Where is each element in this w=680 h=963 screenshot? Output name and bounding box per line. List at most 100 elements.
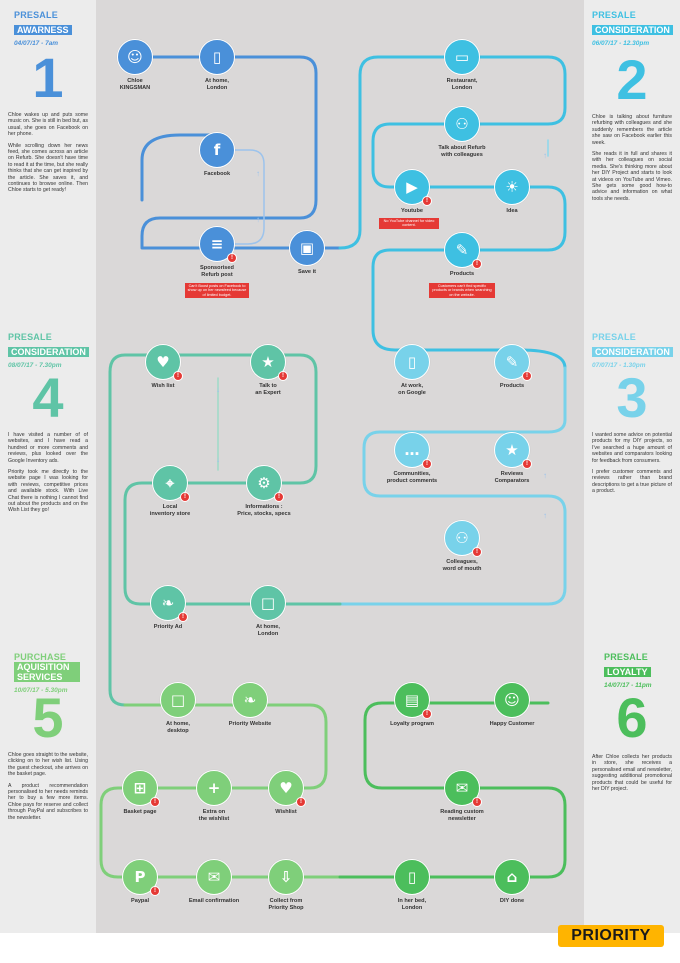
right-column (584, 0, 680, 933)
stage-1-date: 04/07/17 - 7am (14, 40, 59, 47)
stage-1-paragraph: While scrolling down her news feed, she … (8, 142, 88, 194)
user-icon: ☺ (127, 48, 143, 66)
arrow-down-indicator: ↓ (216, 385, 220, 394)
journey-node: ☺ (117, 39, 153, 75)
group-icon: ⚇ (455, 115, 469, 133)
phone-pin-icon: ▯ (212, 48, 222, 66)
journey-node: ✉ (196, 859, 232, 895)
node-label: At work, on Google (398, 383, 426, 396)
alert-badge-icon: ! (274, 492, 284, 502)
journey-node: ▶! (394, 169, 432, 206)
stage-6-subtitle: LOYALTY (604, 667, 651, 677)
alert-badge-icon: ! (178, 612, 188, 622)
stage-6-header: PRESALE LOYALTY 14/07/17 - 11pm (604, 652, 674, 689)
stars-icon: ★ (505, 441, 519, 459)
stage-5-number: 5 (32, 686, 64, 749)
expert-icon: ★ (261, 353, 275, 371)
wishlist-icon: ♥ (156, 353, 170, 371)
alert-badge-icon: ! (227, 253, 237, 263)
journey-node: ☺ (494, 682, 530, 718)
path-stage-4 (108, 353, 342, 707)
journey-node: + (196, 770, 232, 806)
alert-badge-icon: ! (522, 459, 532, 469)
node-label: Happy Customer (489, 721, 535, 727)
stage-1-description: Chloe wakes up and puts some music on. S… (8, 112, 88, 199)
node-label: Basket page (123, 809, 157, 815)
stage-1-paragraph: Chloe wakes up and puts some music on. S… (8, 112, 88, 138)
node-label: DIY done (499, 898, 525, 904)
left-column (0, 0, 96, 933)
arrow-up-indicator: ↑ (543, 151, 547, 160)
stage-3-description: I wanted some advice on potential produc… (592, 432, 672, 500)
alert-badge-icon: ! (422, 709, 432, 719)
journey-node: ⚇ (444, 106, 480, 142)
journey-node: ▤! (394, 682, 432, 719)
alert-badge-icon: ! (278, 371, 288, 381)
smiley-icon: ☺ (504, 691, 520, 709)
arrow-down-indicator: ↓ (216, 455, 220, 464)
alert-badge-icon: ! (150, 797, 160, 807)
node-label: Reviews Comparators (494, 471, 530, 484)
node-label: Priority Ad (153, 624, 183, 630)
stage-5-description: Chloe goes straight to the website, clic… (8, 752, 88, 826)
play-icon: ▶ (406, 178, 418, 196)
paypal-icon: P (134, 868, 146, 886)
bird-icon: ❧ (161, 594, 175, 612)
alert-badge-icon: ! (472, 259, 482, 269)
chat-icon: … (404, 441, 420, 459)
node-label: Wishlist (275, 809, 297, 815)
stage-3-date: 07/07/17 - 1.30pm (592, 362, 646, 369)
stage-3-number: 3 (616, 366, 648, 429)
journey-node: ≡! (199, 226, 237, 263)
stage-2-date: 06/07/17 - 12.30pm (592, 40, 650, 47)
node-label: Talk about Refurb with colleagues (438, 145, 486, 158)
journey-node: ✎! (494, 344, 532, 381)
arrow-up-indicator: ↑ (256, 169, 260, 178)
journey-node: ▯ (199, 39, 235, 75)
plus-icon: + (207, 779, 221, 797)
facebook-icon: f (213, 141, 221, 159)
journey-node: ★! (494, 432, 532, 469)
lightbulb-icon: ☀ (505, 178, 519, 196)
stage-2-subtitle: CONSIDERATION (592, 25, 673, 35)
stage-5-subtitle: AQUISITION SERVICES (14, 662, 80, 682)
journey-node: ⇩ (268, 859, 304, 895)
alert-badge-icon: ! (296, 797, 306, 807)
node-label: Products (449, 271, 475, 277)
floppy-disk-icon: ▣ (299, 239, 315, 257)
node-label: At home, desktop (166, 721, 190, 734)
bird-icon: ❧ (243, 691, 257, 709)
node-label: Local inventory store (149, 504, 191, 517)
journey-node: ▯ (394, 859, 430, 895)
id-card-icon: ▤ (404, 691, 420, 709)
node-label: At home, London (256, 624, 280, 637)
journey-node: ❧! (150, 585, 188, 622)
alert-badge-icon: ! (180, 492, 190, 502)
node-label: Priority Website (228, 721, 272, 727)
group-icon: ⚇ (455, 529, 469, 547)
stage-4-title: PRESALE (8, 332, 52, 342)
monitor-icon: □ (260, 594, 276, 612)
paint-brush-icon: ✎ (455, 241, 469, 259)
stage-1-header: PRESALE AWARNESS 04/07/17 - 7am (14, 10, 84, 47)
gears-icon: ⚙ (257, 474, 271, 492)
node-label: Email confirmation (188, 898, 240, 904)
path-stage-1-loop (140, 133, 219, 202)
email-icon: ✉ (455, 779, 469, 797)
alert-badge-icon: ! (472, 547, 482, 557)
alert-badge-icon: ! (472, 797, 482, 807)
stage-4-header: PRESALE CONSIDERATION 08/07/17 - 7.30pm (8, 332, 94, 369)
journey-node: ▣ (289, 230, 325, 266)
node-label: Products (499, 383, 525, 389)
alert-youtube-channel: No YouTube channel for video content. (379, 218, 439, 229)
journey-node: □ (250, 585, 286, 621)
map-pin-icon: ⌖ (165, 474, 175, 492)
node-label: Idea (506, 208, 518, 214)
alert-badge-icon: ! (522, 371, 532, 381)
arrow-up-indicator: ↑ (543, 511, 547, 520)
stage-2-paragraph: Chloe is talking about furniture refurbi… (592, 114, 672, 146)
stage-6-title: PRESALE (604, 652, 648, 662)
journey-node: ☀ (494, 169, 530, 205)
stage-3-header: PRESALE CONSIDERATION 07/07/17 - 1.30pm (592, 332, 676, 369)
